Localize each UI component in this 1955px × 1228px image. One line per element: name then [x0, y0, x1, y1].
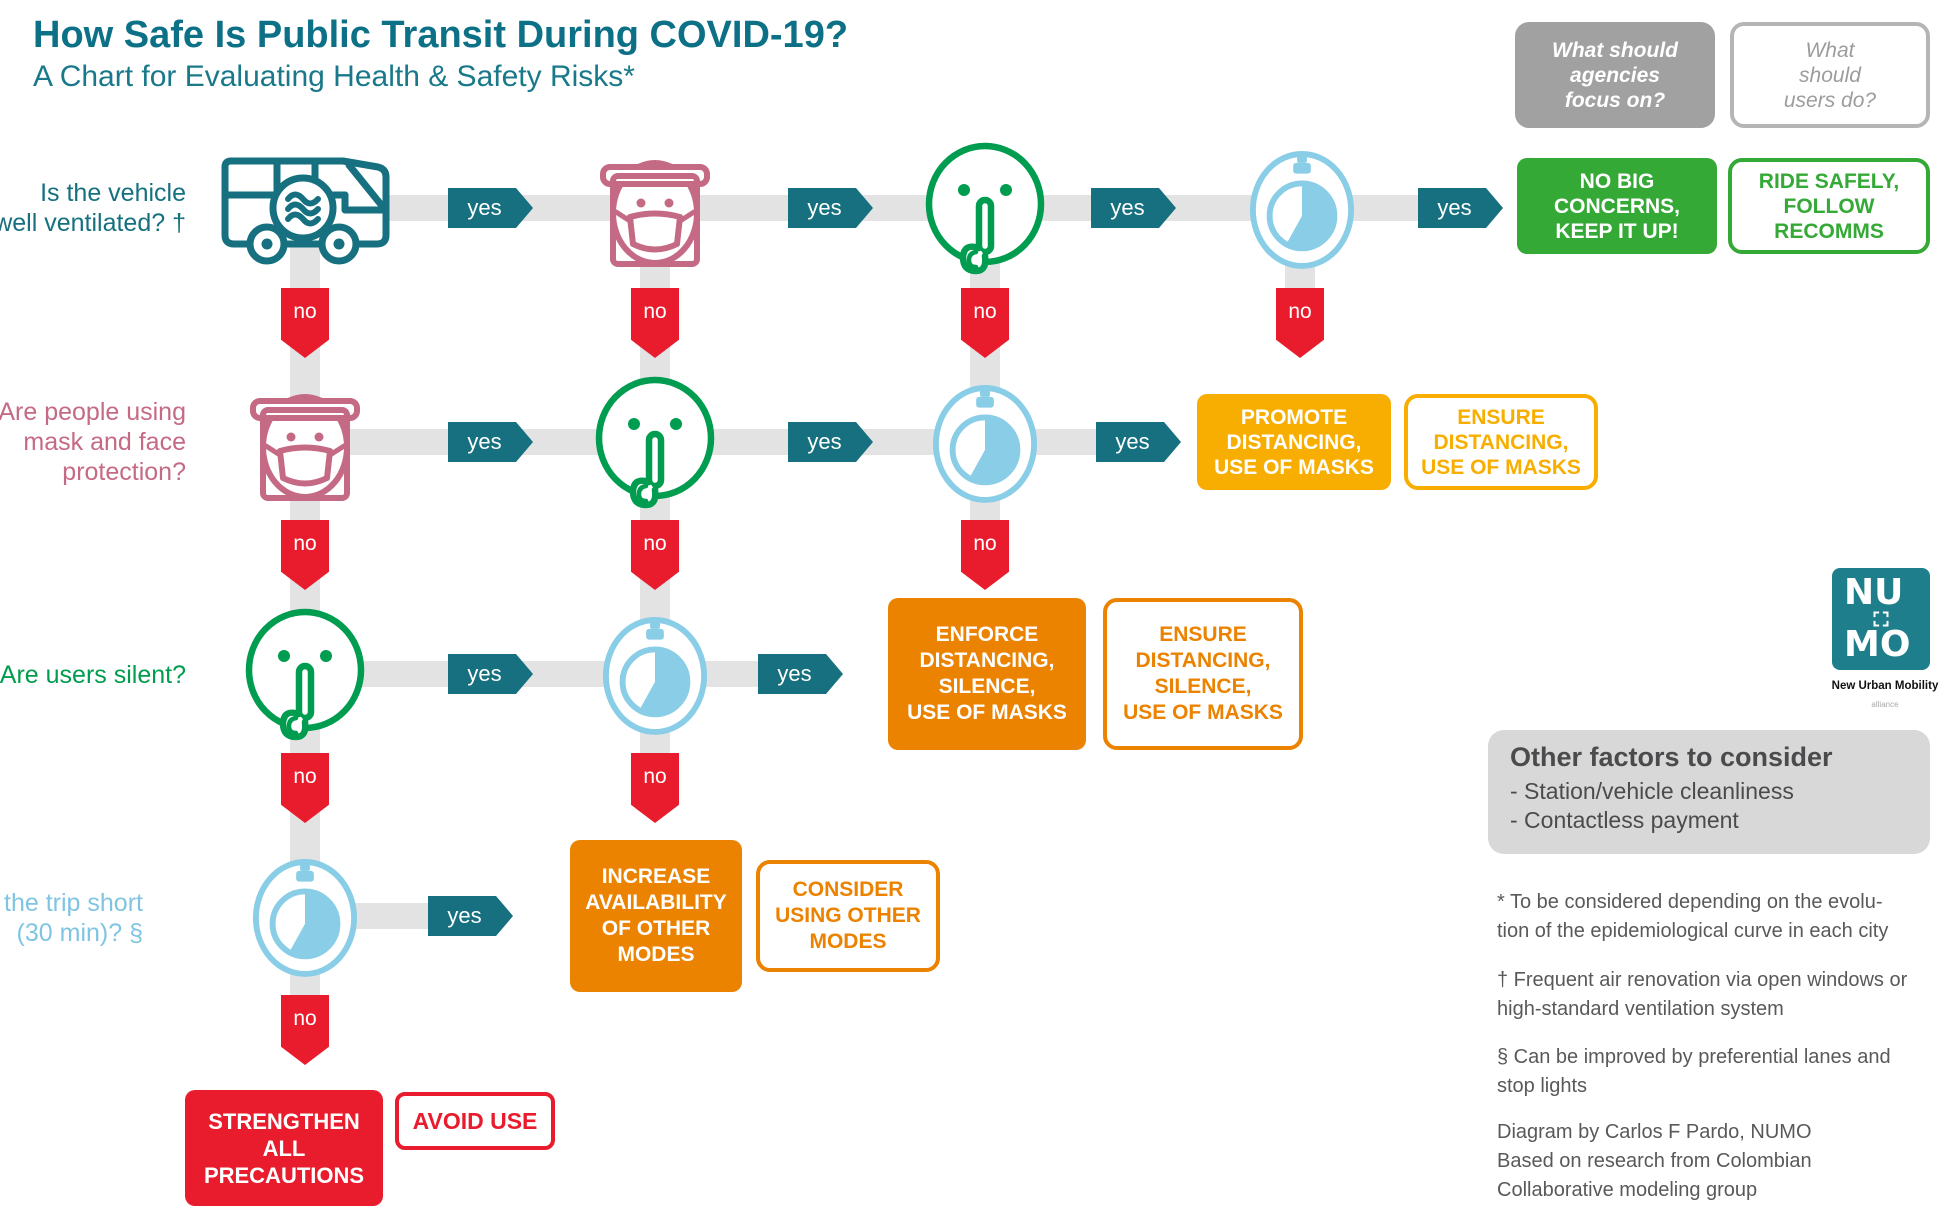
- stopwatch-icon: [1249, 151, 1355, 269]
- numo-logo-square-icon: [1873, 611, 1889, 627]
- no-arrow: no: [961, 288, 1009, 358]
- yes-arrow: yes: [428, 896, 513, 936]
- connector-row-3: [305, 661, 805, 687]
- agency-action-box-increase-modes: INCREASE AVAILABILITY OF OTHER MODES: [570, 840, 742, 992]
- page-subtitle: A Chart for Evaluating Health & Safety R…: [33, 60, 635, 93]
- agency-action-box-strengthen-precautions: STRENGTHEN ALL PRECAUTIONS: [185, 1090, 383, 1206]
- user-action-box-ensure-silence: ENSURE DISTANCING, SILENCE, USE OF MASKS: [1103, 598, 1303, 750]
- footnote-dagger: † Frequent air renovation via open windo…: [1497, 969, 1908, 1020]
- numo-caption-bold: New Urban Mobility: [1831, 680, 1939, 692]
- stopwatch-icon: [602, 617, 708, 735]
- yes-arrow: yes: [448, 188, 533, 228]
- user-action-box-avoid-use: AVOID USE: [395, 1092, 555, 1150]
- yes-arrow: yes: [448, 654, 533, 694]
- question-label-ventilation: Is the vehicle well ventilated? †: [0, 179, 186, 237]
- page-title: How Safe Is Public Transit During COVID-…: [33, 14, 849, 56]
- stopwatch-icon: [252, 859, 358, 977]
- yes-arrow: yes: [788, 188, 873, 228]
- no-arrow: no: [631, 520, 679, 590]
- other-factors-item: - Station/vehicle cleanliness: [1510, 778, 1794, 804]
- yes-arrow: yes: [448, 422, 533, 462]
- question-label-trip-length: Is the trip short (30 min)? §: [4, 889, 143, 947]
- user-action-box-consider-other-modes: CONSIDER USING OTHER MODES: [756, 860, 940, 972]
- legend-users-label: What should users do?: [1783, 38, 1877, 112]
- legend-users-box: What should users do?: [1730, 22, 1930, 128]
- agency-action-box-promote-distancing: PROMOTE DISTANCING, USE OF MASKS: [1197, 394, 1391, 490]
- user-action-box-ensure-distancing: ENSURE DISTANCING, USE OF MASKS: [1404, 394, 1598, 490]
- footnote-section: § Can be improved by preferential lanes …: [1497, 1046, 1891, 1097]
- no-arrow: no: [631, 288, 679, 358]
- no-arrow: no: [631, 753, 679, 823]
- no-arrow: no: [281, 753, 329, 823]
- legend-agencies-box: What should agencies focus on?: [1515, 22, 1715, 128]
- other-factors-title: Other factors to consider: [1510, 742, 1833, 772]
- yes-arrow: yes: [758, 654, 843, 694]
- numo-logo-bottom-letters: MO: [1844, 623, 1911, 665]
- numo-caption-light: alliance: [1871, 700, 1899, 709]
- silence-icon: [925, 142, 1045, 275]
- user-action-box-ride-safely: RIDE SAFELY, FOLLOW RECOMMS: [1728, 158, 1930, 254]
- other-factors-panel: Other factors to consider - Station/vehi…: [1488, 730, 1930, 854]
- numo-logo: NU MO: [1832, 568, 1930, 670]
- yes-arrow: yes: [788, 422, 873, 462]
- no-arrow: no: [281, 520, 329, 590]
- credit-text: Diagram by Carlos F Pardo, NUMO Based on…: [1497, 1121, 1812, 1201]
- stopwatch-icon: [932, 385, 1038, 503]
- yes-arrow: yes: [1096, 422, 1181, 462]
- agency-action-box-enforce-distancing: ENFORCE DISTANCING, SILENCE, USE OF MASK…: [888, 598, 1086, 750]
- footnote-asterisk: * To be considered depending on the evol…: [1497, 891, 1889, 942]
- silence-icon: [595, 376, 715, 509]
- question-label-silence: Are users silent?: [0, 661, 186, 689]
- numo-logo-caption: New Urban Mobility alliance: [1820, 676, 1950, 712]
- agency-action-box-no-concerns: NO BIG CONCERNS, KEEP IT UP!: [1517, 158, 1717, 254]
- silence-icon: [245, 608, 365, 741]
- yes-arrow: yes: [1091, 188, 1176, 228]
- yes-arrow: yes: [1418, 188, 1503, 228]
- no-arrow: no: [961, 520, 1009, 590]
- face-shield-mask-icon: [600, 160, 710, 267]
- no-arrow: no: [1276, 288, 1324, 358]
- legend-agencies-label: What should agencies focus on?: [1552, 38, 1678, 112]
- numo-logo-top-letters: NU: [1844, 572, 1904, 613]
- no-arrow: no: [281, 288, 329, 358]
- other-factors-item: - Contactless payment: [1510, 807, 1739, 833]
- question-label-masks: Are people using mask and face protectio…: [0, 398, 186, 486]
- face-shield-mask-icon: [250, 394, 360, 501]
- bus-ventilation-icon: [221, 157, 390, 265]
- no-arrow: no: [281, 995, 329, 1065]
